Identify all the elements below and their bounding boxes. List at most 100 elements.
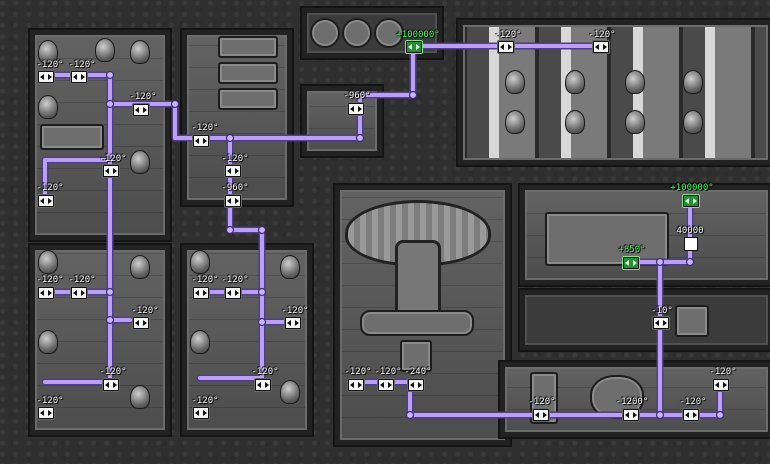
plant-icon[interactable] bbox=[565, 70, 585, 94]
valve-machine[interactable] bbox=[675, 305, 709, 337]
temperature-label: -120° bbox=[494, 30, 522, 40]
pipe-joint bbox=[257, 225, 267, 235]
temperature-label: -120° bbox=[68, 60, 96, 70]
temperature-label: -120° bbox=[99, 154, 127, 164]
plant-icon[interactable] bbox=[190, 250, 210, 274]
pump-machine[interactable] bbox=[342, 18, 372, 48]
temperature-sensor[interactable] bbox=[103, 165, 119, 177]
temperature-label: -120° bbox=[68, 275, 96, 285]
temperature-label: -120° bbox=[191, 275, 219, 285]
temperature-sensor[interactable] bbox=[285, 317, 301, 329]
temperature-sensor[interactable] bbox=[225, 165, 241, 177]
temperature-label: -120° bbox=[528, 397, 556, 407]
plant-icon[interactable] bbox=[565, 110, 585, 134]
plant-icon[interactable] bbox=[95, 38, 115, 62]
plant-icon[interactable] bbox=[190, 330, 210, 354]
temperature-sensor[interactable] bbox=[71, 287, 87, 299]
temperature-sensor[interactable] bbox=[378, 379, 394, 391]
heat-sensor-green[interactable] bbox=[623, 257, 639, 269]
temperature-sensor[interactable] bbox=[255, 379, 271, 391]
room-corridor bbox=[520, 290, 770, 350]
temperature-sensor[interactable] bbox=[225, 195, 241, 207]
temperature-sensor[interactable] bbox=[623, 409, 639, 421]
storage-machine[interactable] bbox=[218, 62, 278, 84]
conveyor-machine[interactable] bbox=[40, 124, 104, 150]
pipe-joint bbox=[257, 287, 267, 297]
pipe-joint bbox=[405, 410, 415, 420]
refinery-machine[interactable] bbox=[545, 212, 669, 266]
temperature-label: -120° bbox=[36, 275, 64, 285]
plant-icon[interactable] bbox=[38, 330, 58, 354]
plant-icon[interactable] bbox=[505, 110, 525, 134]
temperature-sensor[interactable] bbox=[38, 287, 54, 299]
plant-icon[interactable] bbox=[38, 250, 58, 274]
plant-icon[interactable] bbox=[130, 385, 150, 409]
temperature-sensor[interactable] bbox=[498, 41, 514, 53]
pipe-joint bbox=[655, 257, 665, 267]
temperature-sensor[interactable] bbox=[193, 287, 209, 299]
plant-icon[interactable] bbox=[683, 70, 703, 94]
output-tile-highlight[interactable] bbox=[684, 237, 698, 251]
temperature-sensor[interactable] bbox=[593, 41, 609, 53]
temperature-sensor[interactable] bbox=[408, 379, 424, 391]
temperature-label: -960° bbox=[343, 91, 371, 101]
pump-machine[interactable] bbox=[374, 18, 404, 48]
temperature-sensor[interactable] bbox=[38, 195, 54, 207]
temperature-label: -120° bbox=[344, 367, 372, 377]
pipe-joint bbox=[225, 133, 235, 143]
temperature-sensor[interactable] bbox=[193, 407, 209, 419]
temperature-sensor[interactable] bbox=[713, 379, 729, 391]
pipe-joint bbox=[105, 70, 115, 80]
room-top-left bbox=[30, 30, 170, 240]
temperature-label: -120° bbox=[588, 30, 616, 40]
pump-machine[interactable] bbox=[310, 18, 340, 48]
temperature-label: -120° bbox=[129, 92, 157, 102]
temperature-sensor[interactable] bbox=[348, 379, 364, 391]
storage-bin[interactable] bbox=[400, 340, 432, 372]
temperature-label: -120° bbox=[221, 275, 249, 285]
plant-icon[interactable] bbox=[280, 380, 300, 404]
temperature-sensor[interactable] bbox=[533, 409, 549, 421]
temperature-label: -120° bbox=[191, 123, 219, 133]
temperature-sensor[interactable] bbox=[683, 409, 699, 421]
temperature-sensor[interactable] bbox=[348, 103, 364, 115]
temperature-sensor[interactable] bbox=[38, 71, 54, 83]
plant-icon[interactable] bbox=[38, 40, 58, 64]
temperature-label: -120° bbox=[221, 154, 249, 164]
temperature-label: -120° bbox=[131, 306, 159, 316]
heat-label-green: +100000° bbox=[670, 183, 714, 193]
plant-icon[interactable] bbox=[505, 70, 525, 94]
plant-icon[interactable] bbox=[683, 110, 703, 134]
plant-icon[interactable] bbox=[280, 255, 300, 279]
temperature-sensor[interactable] bbox=[225, 287, 241, 299]
plant-icon[interactable] bbox=[38, 95, 58, 119]
heat-sensor-green[interactable] bbox=[683, 195, 699, 207]
temperature-label: -10° bbox=[651, 306, 673, 316]
temperature-sensor[interactable] bbox=[38, 407, 54, 419]
temperature-sensor[interactable] bbox=[133, 104, 149, 116]
heat-label-green: +850° bbox=[618, 245, 646, 255]
temperature-label: -120° bbox=[36, 183, 64, 193]
temperature-sensor[interactable] bbox=[103, 379, 119, 391]
temperature-sensor[interactable] bbox=[71, 71, 87, 83]
storage-machine[interactable] bbox=[218, 88, 278, 110]
plant-icon[interactable] bbox=[625, 110, 645, 134]
storage-machine[interactable] bbox=[218, 36, 278, 58]
plant-icon[interactable] bbox=[130, 150, 150, 174]
plant-icon[interactable] bbox=[130, 40, 150, 64]
plant-icon[interactable] bbox=[625, 70, 645, 94]
temperature-label: -240° bbox=[404, 367, 432, 377]
plant-icon[interactable] bbox=[130, 255, 150, 279]
temperature-label: -120° bbox=[709, 367, 737, 377]
temperature-label: -120° bbox=[374, 367, 402, 377]
temperature-label: -120° bbox=[99, 367, 127, 377]
temperature-label: -120° bbox=[679, 397, 707, 407]
heat-sensor-green[interactable] bbox=[406, 41, 422, 53]
temperature-sensor[interactable] bbox=[653, 317, 669, 329]
temperature-sensor[interactable] bbox=[133, 317, 149, 329]
tree-planter[interactable] bbox=[360, 310, 474, 336]
temperature-sensor[interactable] bbox=[193, 135, 209, 147]
pipe-joint bbox=[105, 315, 115, 325]
